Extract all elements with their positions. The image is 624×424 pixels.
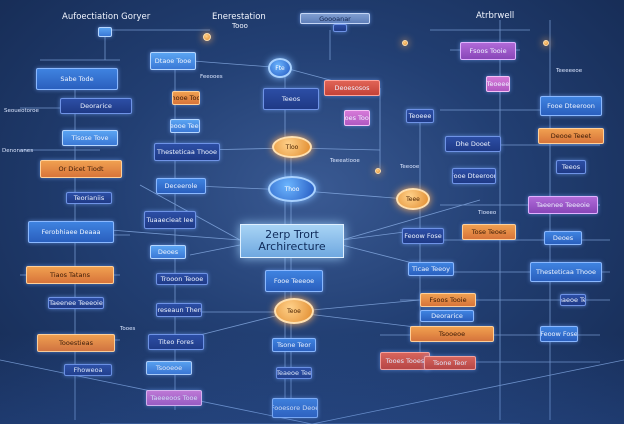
node-box: Teeos bbox=[556, 160, 586, 174]
central-title-line-2: Archirecture bbox=[258, 240, 326, 253]
node-box: Fsoos Tooie bbox=[420, 293, 476, 307]
side-label: Teeeatiooe bbox=[330, 158, 360, 164]
node-box: Teeos bbox=[263, 88, 319, 110]
hub-circle-right: Teee bbox=[396, 188, 430, 210]
side-label: Tooes bbox=[120, 326, 136, 332]
node-box: Deceerole bbox=[156, 178, 206, 194]
node-box: Taeenee Teeeoie bbox=[528, 196, 598, 214]
junction-dot-icon bbox=[375, 168, 381, 174]
node-box: Tose Teoes bbox=[462, 224, 516, 240]
node-box: Tsooeoe bbox=[146, 361, 192, 375]
node-box: Teaeoe Tee bbox=[276, 367, 312, 379]
node-box: Taeenee Teeeoie bbox=[48, 297, 104, 309]
top-box: Goooanar bbox=[300, 13, 370, 24]
side-label: Teeeeeoe bbox=[556, 68, 583, 74]
node-box: Fooe Dteeroon bbox=[452, 168, 496, 184]
node-box: Fhoweoa bbox=[64, 364, 112, 376]
hub-circle-middle: Thoo bbox=[268, 176, 316, 202]
node-box: Or Dicet Tiodt bbox=[40, 160, 122, 178]
hub-circle-lower: Teoe bbox=[274, 298, 314, 324]
node-box: Tsooeoe bbox=[410, 326, 494, 342]
node-box: Deooe Teeet bbox=[170, 119, 200, 133]
junction-dot-icon bbox=[543, 40, 549, 46]
node-box: Fsoos Tooie bbox=[460, 42, 516, 60]
hub-circle-top: Fte bbox=[268, 58, 292, 78]
connector-square-icon bbox=[98, 27, 112, 37]
node-box: Ticae Teeoy bbox=[408, 262, 454, 276]
node-box: Tooes Tooes bbox=[380, 352, 430, 370]
node-box: Fooe Dteeroon bbox=[540, 96, 602, 116]
node-box: Deorarice bbox=[420, 310, 474, 322]
top-center-title-2: Tooo bbox=[232, 22, 248, 30]
node-box: Thesteticaa Thooe bbox=[154, 143, 220, 161]
node-box: Taeeeoos Tooe bbox=[146, 390, 202, 406]
node-box: Deoesosos bbox=[324, 80, 380, 96]
node-box: Tisose Tove bbox=[62, 130, 118, 146]
node-box: Fereseaun Thenrs bbox=[156, 303, 202, 317]
node-box: Teaeoe Tee bbox=[560, 294, 586, 306]
side-label: Teeooe bbox=[400, 164, 420, 170]
node-box: Teorianiis bbox=[66, 192, 112, 204]
node-box: Deorarice bbox=[60, 98, 132, 114]
junction-dot-icon bbox=[203, 33, 211, 41]
node-box: Sabe Tode bbox=[36, 68, 118, 90]
node-box: Tiaos Tatans bbox=[26, 266, 114, 284]
node-box: Trooon Teooe bbox=[156, 273, 208, 285]
node-box: Feoow Fose bbox=[402, 228, 444, 244]
node-box: Deoes bbox=[150, 245, 186, 259]
central-title-line-1: 2erp Trort bbox=[265, 228, 319, 241]
node-box: Tuaaecieat Iee bbox=[144, 211, 196, 229]
node-box: Thooe Tooe bbox=[172, 91, 200, 105]
hub-circle-upper: Tloo bbox=[272, 136, 312, 158]
side-label: Seoueotoroe bbox=[4, 108, 39, 114]
junction-dot-icon bbox=[402, 40, 408, 46]
node-box: Deooe Teeet bbox=[538, 128, 604, 144]
node-box: Deoes bbox=[544, 231, 582, 245]
connector-square-icon bbox=[333, 24, 347, 32]
central-architecture-box: 2erp Trort Archirecture bbox=[240, 224, 344, 258]
top-left-title: Aufoectiation Goryer bbox=[62, 12, 151, 22]
node-box: Tooes Tooes bbox=[344, 110, 370, 126]
node-box: Tooestieas bbox=[37, 334, 115, 352]
node-box: Dtaoe Tooe bbox=[150, 52, 196, 70]
node-box: Tsone Teor bbox=[272, 338, 316, 352]
side-label: Feeooes bbox=[200, 74, 223, 80]
node-box: Tsone Teor bbox=[424, 356, 476, 370]
node-box: Ferobhiaee Deaaa bbox=[28, 221, 114, 243]
node-box: Thesteticaa Thooe bbox=[530, 262, 602, 282]
node-box: Teoeee bbox=[486, 76, 510, 92]
top-center-title-1: Enerestation bbox=[212, 12, 266, 22]
side-label: Tioeeo bbox=[478, 210, 497, 216]
node-box: Dhe Dooet bbox=[445, 136, 501, 152]
node-box: Feoow Fose bbox=[540, 326, 578, 342]
side-label: Denonanes bbox=[2, 148, 34, 154]
top-right-title: Atrbrwell bbox=[476, 11, 515, 21]
node-box: Fooesore Deoe bbox=[272, 398, 318, 418]
node-box: Teoeee bbox=[406, 109, 434, 123]
node-box: Titeo Fores bbox=[148, 334, 204, 350]
node-box: Fooe Teeeoe bbox=[265, 270, 323, 292]
